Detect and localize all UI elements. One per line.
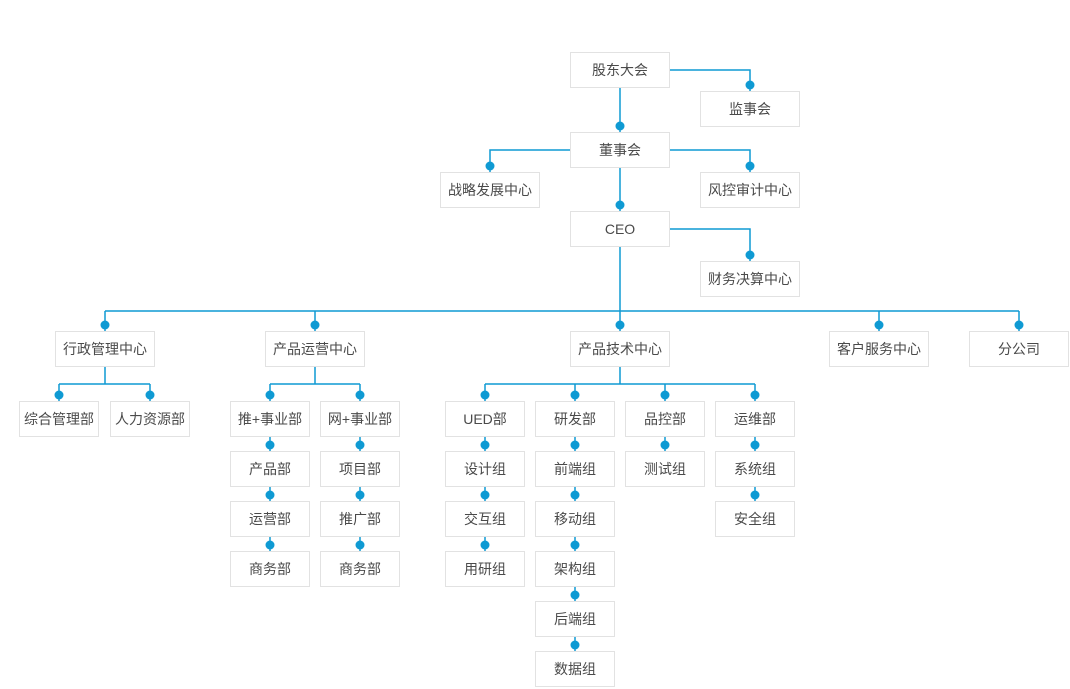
org-node-system-group: 系统组: [715, 451, 795, 487]
org-node-operations-maintenance-dept: 运维部: [715, 401, 795, 437]
org-node-security-group: 安全组: [715, 501, 795, 537]
org-node-design-group: 设计组: [445, 451, 525, 487]
org-node-human-resources-dept: 人力资源部: [110, 401, 190, 437]
org-node-wang-plus-division: 网+事业部: [320, 401, 400, 437]
org-node-product-technology-center: 产品技术中心: [570, 331, 670, 367]
org-node-general-management-dept: 综合管理部: [19, 401, 99, 437]
org-node-user-research-group: 用研组: [445, 551, 525, 587]
org-node-promotion-dept: 推广部: [320, 501, 400, 537]
org-node-customer-service-center: 客户服务中心: [829, 331, 929, 367]
org-node-project-dept: 项目部: [320, 451, 400, 487]
org-node-data-group: 数据组: [535, 651, 615, 687]
org-node-board-of-directors: 董事会: [570, 132, 670, 168]
org-node-tui-plus-division: 推+事业部: [230, 401, 310, 437]
org-node-architecture-group: 架构组: [535, 551, 615, 587]
org-node-risk-control-audit-center: 风控审计中心: [700, 172, 800, 208]
org-node-product-dept: 产品部: [230, 451, 310, 487]
org-node-branch-company: 分公司: [969, 331, 1069, 367]
org-node-interaction-group: 交互组: [445, 501, 525, 537]
org-node-financial-accounting-center: 财务决算中心: [700, 261, 800, 297]
org-node-product-operation-center: 产品运营中心: [265, 331, 365, 367]
org-node-mobile-group: 移动组: [535, 501, 615, 537]
org-node-ued-dept: UED部: [445, 401, 525, 437]
org-node-supervisory-board: 监事会: [700, 91, 800, 127]
org-node-operation-dept: 运营部: [230, 501, 310, 537]
org-node-testing-group: 测试组: [625, 451, 705, 487]
org-node-backend-group: 后端组: [535, 601, 615, 637]
org-node-business-dept-tui: 商务部: [230, 551, 310, 587]
org-node-strategic-development-center: 战略发展中心: [440, 172, 540, 208]
org-node-business-dept-wang: 商务部: [320, 551, 400, 587]
org-node-frontend-group: 前端组: [535, 451, 615, 487]
connector-dots: [54, 80, 1024, 650]
org-node-administrative-management-center: 行政管理中心: [55, 331, 155, 367]
org-node-quality-control-dept: 品控部: [625, 401, 705, 437]
org-node-rnd-dept: 研发部: [535, 401, 615, 437]
org-node-shareholders-meeting: 股东大会: [570, 52, 670, 88]
org-node-ceo: CEO: [570, 211, 670, 247]
